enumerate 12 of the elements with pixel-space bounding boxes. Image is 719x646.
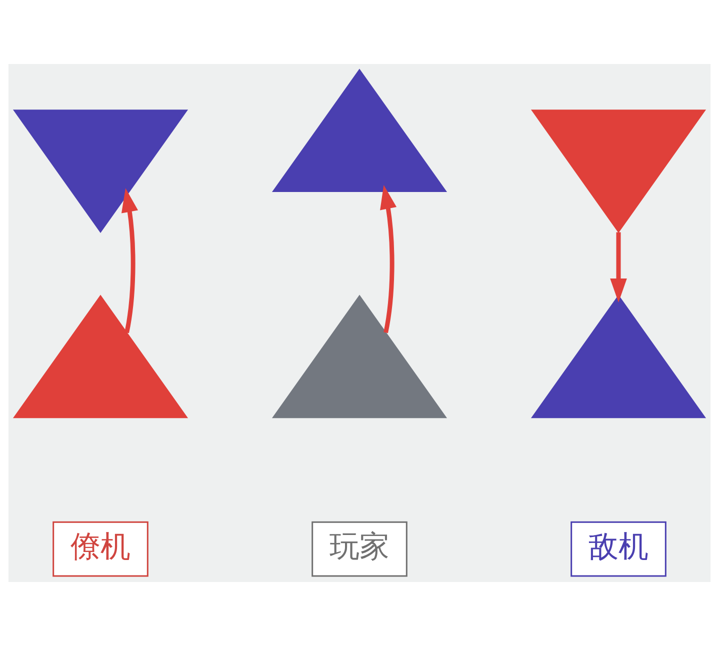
node-triangle [12, 294, 188, 418]
node-triangle [272, 68, 448, 192]
arrow [610, 232, 627, 302]
arrow [121, 188, 138, 334]
node-triangle [530, 294, 706, 418]
node-triangle [12, 110, 188, 233]
arrow [380, 185, 397, 334]
node-box: 僚机 [52, 521, 148, 577]
node-triangle [272, 294, 448, 418]
node-triangle [530, 110, 706, 233]
node-box: 敌机 [570, 521, 666, 577]
node-box: 玩家 [312, 521, 408, 577]
